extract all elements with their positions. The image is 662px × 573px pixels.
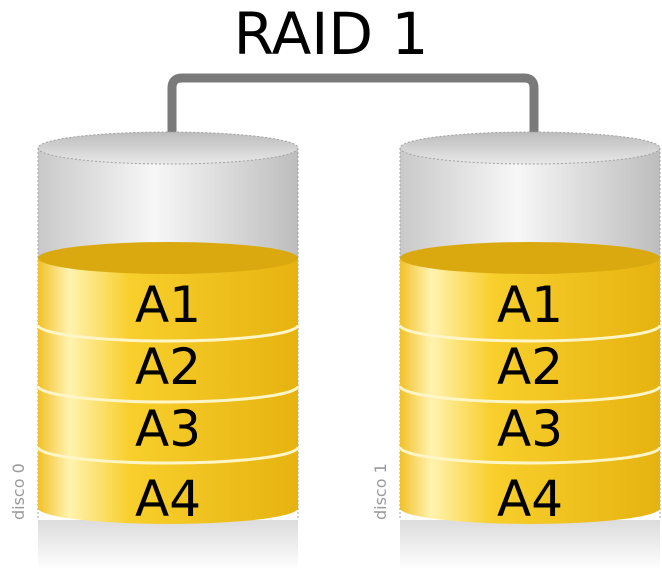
block-label: A2 (497, 338, 563, 396)
disk-shell (400, 148, 660, 258)
disk-shell-top (37, 131, 299, 165)
block-separator (36, 446, 300, 465)
block-label: A4 (497, 470, 563, 528)
mirror-connector (167, 73, 539, 155)
disk-data-top (38, 242, 298, 274)
block-separator (398, 324, 662, 343)
block-label: A2 (135, 338, 201, 396)
disk-label: disco 1 (371, 463, 390, 520)
block-label: A1 (497, 276, 563, 334)
disk-data-top (400, 242, 660, 274)
block-separator (36, 385, 300, 404)
block-separator (398, 385, 662, 404)
block-label: A3 (135, 400, 201, 458)
disk-shell-top (399, 131, 661, 165)
disk-data-body (400, 258, 660, 524)
disk-1: A1 A2 A3 A4 disco 1 (371, 131, 662, 570)
disk-0: A1 A2 A3 A4 disco 0 (9, 131, 300, 570)
block-separator (36, 324, 300, 343)
diagram-title: RAID 1 (234, 0, 429, 68)
disk-data-body (38, 258, 298, 524)
block-label: A4 (135, 470, 201, 528)
block-label: A3 (497, 400, 563, 458)
disk-shadow (400, 520, 660, 570)
block-separator (398, 446, 662, 465)
disk-shell (38, 148, 298, 258)
disk-label: disco 0 (9, 463, 28, 520)
block-label: A1 (135, 276, 201, 334)
disk-shadow (38, 520, 298, 570)
